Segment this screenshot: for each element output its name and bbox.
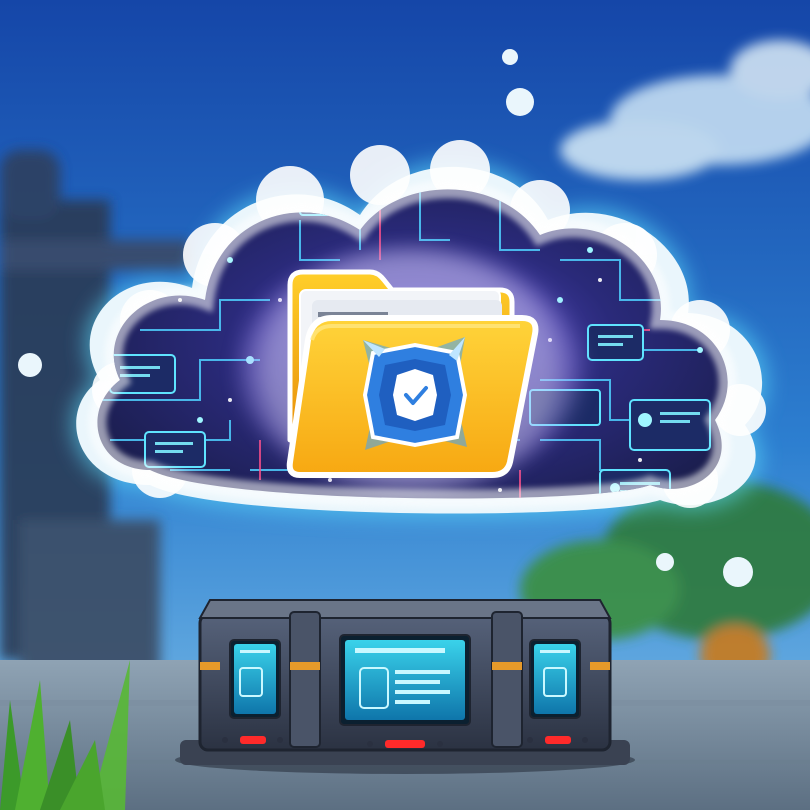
cloud-bubble xyxy=(506,88,534,116)
pedestal-screen xyxy=(529,639,581,719)
status-light xyxy=(240,736,266,744)
cloud-bubble xyxy=(502,49,518,65)
checkmark-shield-icon xyxy=(362,337,468,450)
background-building xyxy=(0,150,190,680)
pedestal-screen xyxy=(229,639,281,719)
server-pedestal-icon xyxy=(175,599,635,774)
cloud-bubble xyxy=(723,557,753,587)
cloud-bubble xyxy=(656,553,674,571)
status-light xyxy=(545,736,571,744)
background-clouds xyxy=(560,40,810,180)
grass xyxy=(0,660,130,810)
status-light xyxy=(385,740,425,748)
pedestal-screen xyxy=(339,634,471,726)
cloud-rim xyxy=(88,180,737,508)
cloud-bubble xyxy=(18,353,42,377)
